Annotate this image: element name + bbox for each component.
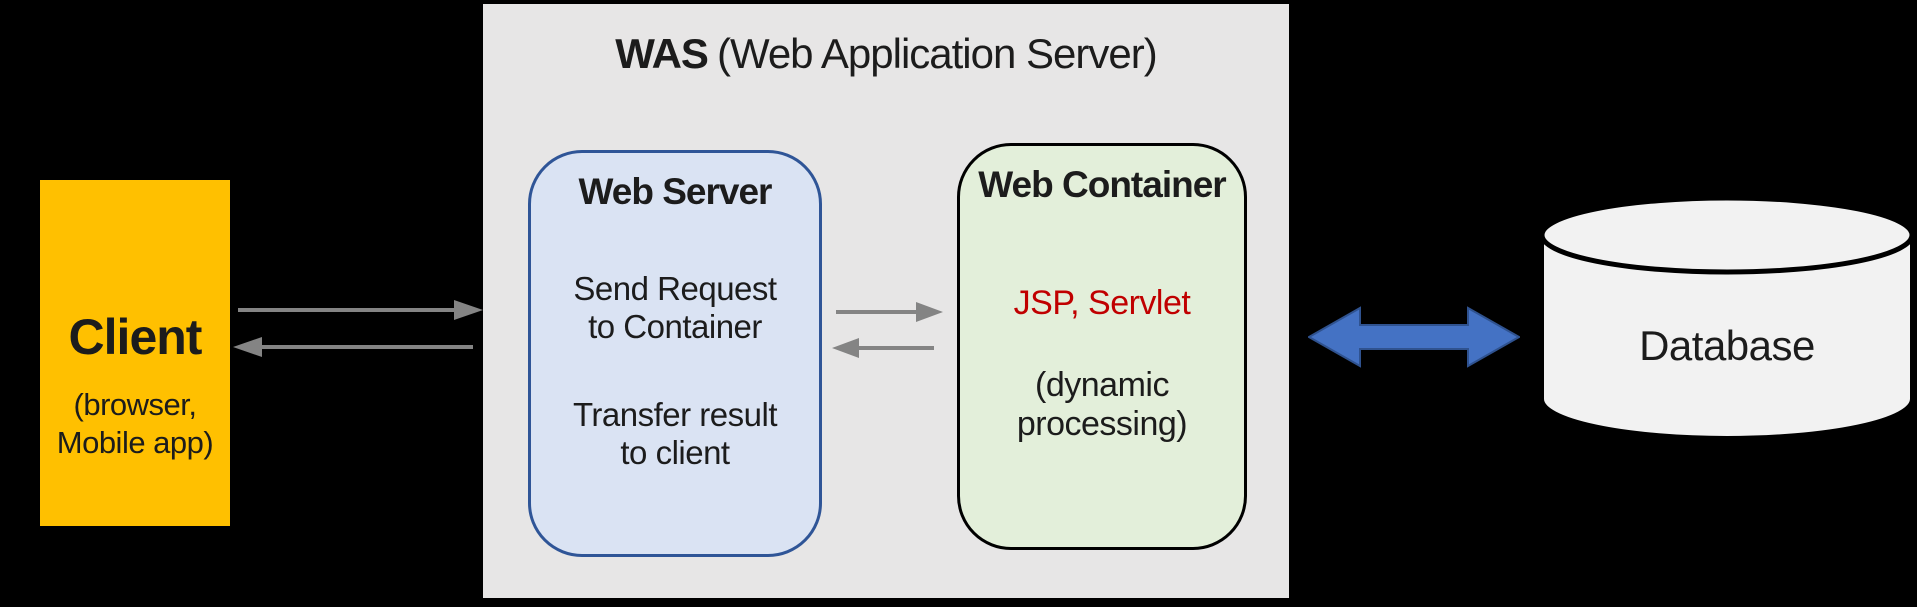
client-title: Client <box>68 309 203 365</box>
was-title: WAS(Web Application Server) <box>483 30 1289 78</box>
client-box: Client (browser, Mobile app) <box>40 180 230 526</box>
arrow-right-icon <box>238 300 483 320</box>
arrow-left-icon <box>832 338 934 358</box>
double-arrow-icon <box>1308 306 1520 368</box>
web-container-jsp-servlet: JSP, Servlet <box>1013 284 1191 322</box>
web-container-note: (dynamic processing) <box>1016 366 1188 443</box>
web-server-box: Web Server Send Request to Container Tra… <box>528 150 822 557</box>
was-title-main: WAS <box>615 30 709 77</box>
arrow-right-icon <box>836 302 943 322</box>
database-label: Database <box>1639 322 1815 369</box>
was-title-sub: (Web Application Server) <box>716 30 1158 77</box>
was-box: WAS(Web Application Server) Web Server S… <box>483 4 1289 598</box>
web-server-title: Web Server <box>578 171 773 212</box>
database-cylinder <box>1539 195 1915 440</box>
web-server-body-transfer: Transfer result to client <box>572 396 778 471</box>
web-container-box: Web Container JSP, Servlet (dynamic proc… <box>957 143 1247 550</box>
client-subtitle: (browser, Mobile app) <box>56 387 214 460</box>
web-container-title: Web Container <box>978 164 1226 205</box>
arrow-left-icon <box>233 337 473 357</box>
web-server-body-request: Send Request to Container <box>573 270 777 345</box>
